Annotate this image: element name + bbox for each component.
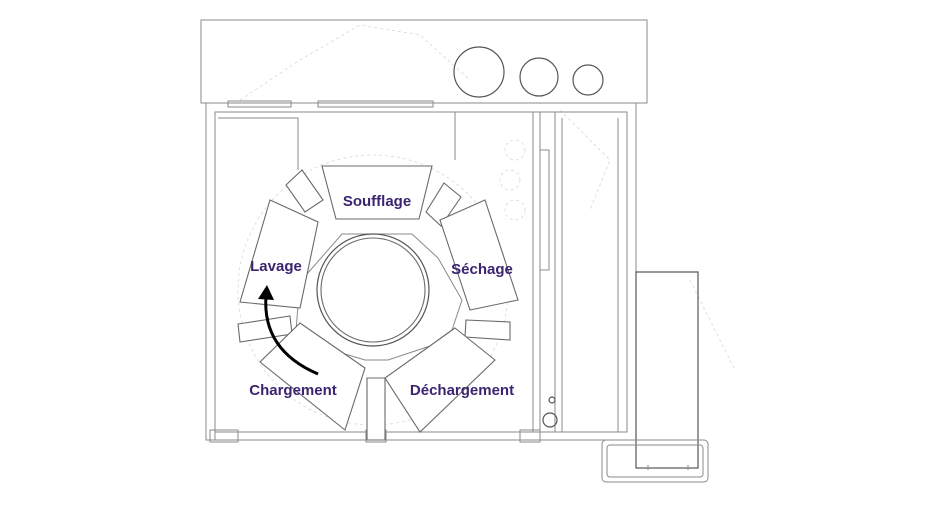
drain-large: [542, 412, 558, 428]
tanks: [453, 46, 604, 98]
station-soufflage: [321, 165, 433, 220]
central-hub: [316, 233, 430, 347]
drain-small: [548, 396, 556, 404]
station-chargement: [259, 322, 366, 431]
arm-right: [464, 319, 511, 341]
station-dechargement: [384, 327, 496, 433]
external-unit: [601, 271, 709, 483]
label-soufflage: Soufflage: [343, 193, 411, 210]
label-lavage: Lavage: [250, 258, 302, 275]
arm-top-right: [425, 182, 462, 227]
tank-large: [453, 46, 505, 98]
tank-small: [572, 64, 604, 96]
label-sechage: Séchage: [451, 261, 513, 278]
service-corridor: [532, 112, 619, 432]
station-lavage: [239, 199, 319, 309]
tank-medium: [519, 57, 559, 97]
label-dechargement: Déchargement: [410, 382, 514, 399]
rotation-arrow-icon: [258, 285, 319, 376]
arm-bottom: [366, 377, 386, 441]
station-labels: Soufflage Séchage Lavage Chargement Déch…: [249, 193, 514, 399]
arm-top-left: [285, 169, 324, 213]
label-chargement: Chargement: [249, 382, 337, 399]
carousel: [237, 165, 519, 441]
station-sechage: [439, 199, 519, 311]
